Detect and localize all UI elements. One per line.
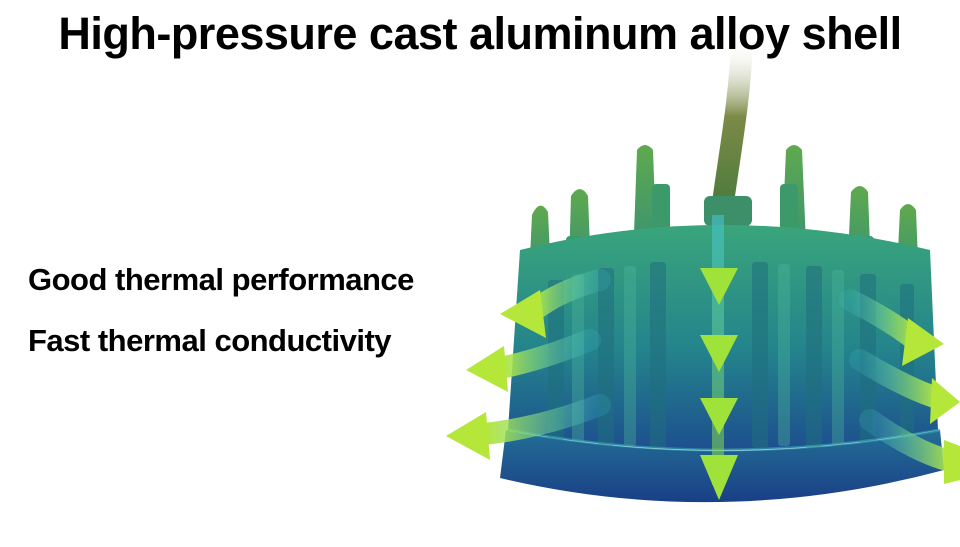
arrow-icon bbox=[700, 215, 738, 500]
feature-thermal-conductivity: Fast thermal conductivity bbox=[28, 323, 392, 358]
feature-thermal-performance: Good thermal performance bbox=[28, 262, 414, 297]
page-title: High-pressure cast aluminum alloy shell bbox=[58, 8, 902, 59]
